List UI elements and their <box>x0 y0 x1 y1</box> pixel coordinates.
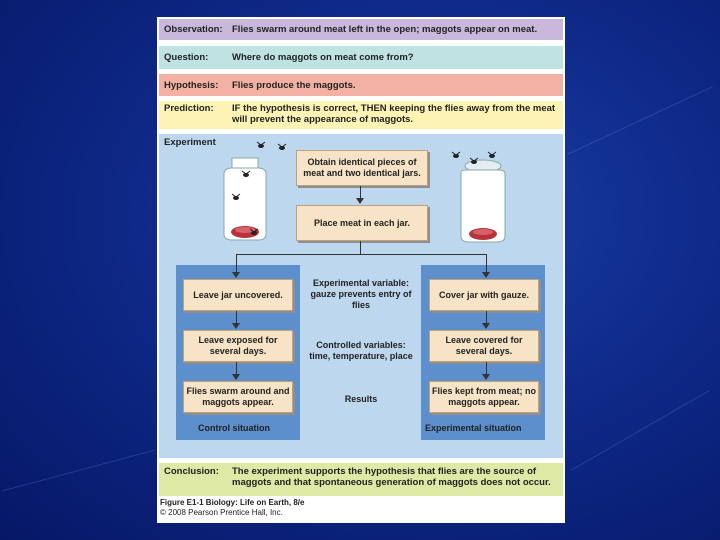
experiment-section: Experiment Obtain identical pieces of me… <box>159 134 563 458</box>
background-decor-line <box>3 450 155 492</box>
hypothesis-text: Flies produce the maggots. <box>232 80 563 91</box>
figure-panel: Observation: Flies swarm around meat lef… <box>157 17 565 523</box>
arrow-icon <box>482 374 490 380</box>
observation-text: Flies swarm around meat left in the open… <box>232 24 563 35</box>
arrow-icon <box>232 272 240 278</box>
prediction-row: Prediction: IF the hypothesis is correct… <box>159 101 563 129</box>
copyright-text: © 2008 Pearson Prentice Hall, Inc. <box>160 508 304 518</box>
conclusion-label: Conclusion: <box>159 466 232 477</box>
connector-line <box>236 254 237 274</box>
arrow-icon <box>482 323 490 329</box>
connector-line <box>360 241 361 254</box>
place-meat-box: Place meat in each jar. <box>296 205 428 241</box>
fly-icon <box>229 192 243 202</box>
experimental-situation-label: Experimental situation <box>425 423 522 433</box>
controlled-variables-text: Controlled variables: time, temperature,… <box>305 340 417 362</box>
question-text: Where do maggots on meat come from? <box>232 52 563 63</box>
fly-icon <box>485 150 499 160</box>
fly-icon <box>247 227 261 237</box>
arrow-icon <box>232 374 240 380</box>
control-step-3: Flies swarm around and maggots appear. <box>183 381 293 413</box>
fly-icon <box>449 150 463 160</box>
arrow-icon <box>482 272 490 278</box>
connector-line <box>486 254 487 274</box>
background-decor-line <box>567 86 712 155</box>
fly-icon <box>467 156 481 166</box>
figure-caption: Figure E1-1 Biology: Life on Earth, 8/e … <box>160 498 304 518</box>
arrow-icon <box>356 198 364 204</box>
background-decor-line <box>570 390 709 471</box>
observation-label: Observation: <box>159 24 232 35</box>
control-situation-label: Control situation <box>198 423 270 433</box>
experimental-variable-text: Experimental variable: gauze prevents en… <box>305 278 417 311</box>
control-step-2: Leave exposed for several days. <box>183 330 293 362</box>
obtain-meat-box: Obtain identical pieces of meat and two … <box>296 150 428 186</box>
fly-icon <box>275 142 289 152</box>
hypothesis-label: Hypothesis: <box>159 80 232 91</box>
experimental-step-3: Flies kept from meat; no maggots appear. <box>429 381 539 413</box>
observation-row: Observation: Flies swarm around meat lef… <box>159 19 563 40</box>
conclusion-text: The experiment supports the hypothesis t… <box>232 466 563 488</box>
experiment-title: Experiment <box>164 137 216 148</box>
experimental-step-1: Cover jar with gauze. <box>429 279 539 311</box>
fly-icon <box>254 140 268 150</box>
experimental-step-2: Leave covered for several days. <box>429 330 539 362</box>
fly-icon <box>239 169 253 179</box>
question-label: Question: <box>159 52 232 63</box>
figure-title: Figure E1-1 Biology: Life on Earth, 8/e <box>160 498 304 507</box>
question-row: Question: Where do maggots on meat come … <box>159 46 563 69</box>
prediction-text: IF the hypothesis is correct, THEN keepi… <box>232 103 563 125</box>
control-step-1: Leave jar uncovered. <box>183 279 293 311</box>
gauze-covered-jar-illustration <box>453 152 513 248</box>
prediction-label: Prediction: <box>159 103 232 114</box>
connector-line <box>236 254 486 255</box>
arrow-icon <box>232 323 240 329</box>
hypothesis-row: Hypothesis: Flies produce the maggots. <box>159 74 563 96</box>
results-label: Results <box>305 394 417 405</box>
conclusion-row: Conclusion: The experiment supports the … <box>159 463 563 496</box>
